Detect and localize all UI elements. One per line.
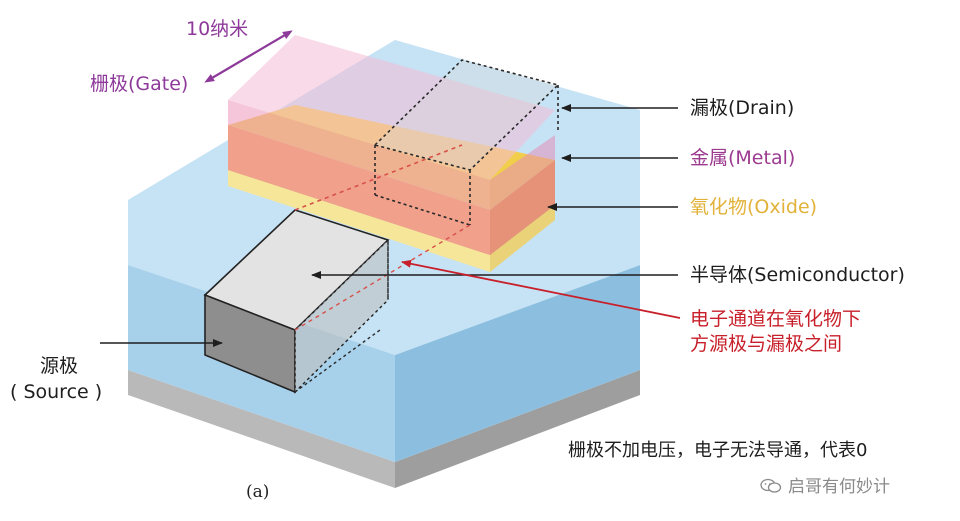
source-electrode [203, 209, 390, 394]
scale-arrow [204, 30, 293, 83]
semiconductor-label: 半导体(Semiconductor) [690, 264, 905, 286]
watermark-text: 启哥有何妙计 [788, 477, 890, 497]
drain-electrode [373, 59, 560, 226]
metal-label: 金属(Metal) [690, 147, 796, 169]
channel-label-line2: 方源极与漏极之间 [690, 333, 843, 355]
state-note: 栅极不加电压，电子无法导通，代表0 [568, 440, 868, 461]
substrate-block [128, 370, 640, 488]
channel-label-line1: 电子通道在氧化物下 [690, 308, 862, 330]
channel-pointer [401, 259, 681, 319]
figure-caption: (a) [246, 482, 270, 502]
gate-electrode [228, 35, 555, 255]
drain-label: 漏极(Drain) [690, 97, 795, 119]
watermark: 启哥有何妙计 [760, 476, 890, 498]
source-label-line2: ( Source ) [10, 381, 103, 403]
oxide-layer [228, 170, 555, 272]
gate-label: 栅极(Gate) [90, 73, 189, 95]
oxide-label: 氧化物(Oxide) [690, 196, 818, 218]
channel-guides [294, 144, 471, 393]
source-label-line1: 源极 [40, 355, 79, 377]
scale-label: 10纳米 [186, 18, 249, 40]
wechat-icon [760, 478, 782, 494]
